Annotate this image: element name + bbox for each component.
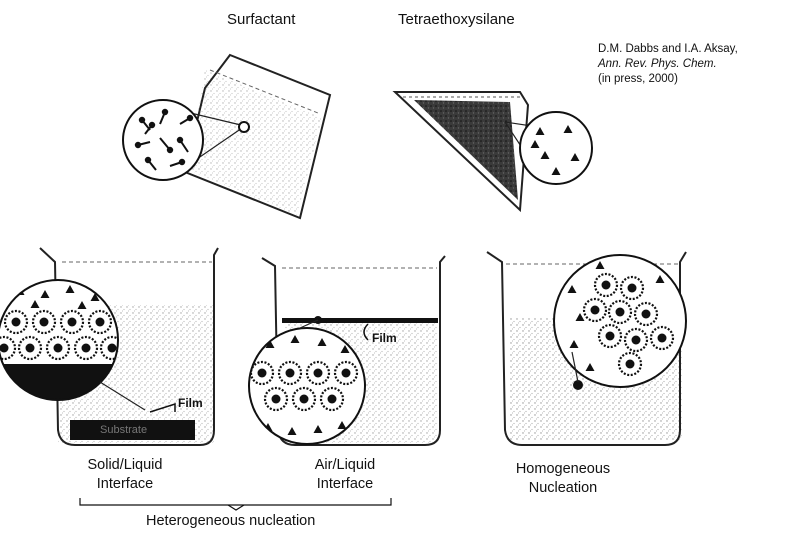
solid-liquid-caption: Solid/Liquid Interface <box>70 456 180 494</box>
solid-liquid-line2: Interface <box>70 475 180 494</box>
homogeneous-magnifier <box>554 255 686 387</box>
film-label-1: Film <box>178 396 203 410</box>
citation: D.M. Dabbs and I.A. Aksay, Ann. Rev. Phy… <box>598 42 738 87</box>
homogeneous-line2: Nucleation <box>503 479 623 498</box>
film-label-2: Film <box>372 331 397 345</box>
citation-note: (in press, 2000) <box>598 72 738 87</box>
air-liquid-line1: Air/Liquid <box>290 456 400 475</box>
teos-magnifier <box>520 112 592 184</box>
surfactant-magnifier <box>123 100 203 180</box>
heterogeneous-label: Heterogeneous nucleation <box>146 513 315 529</box>
surfactant-label: Surfactant <box>227 11 295 28</box>
solid-liquid-line1: Solid/Liquid <box>70 456 180 475</box>
heterogeneous-bracket <box>80 498 391 510</box>
air-liquid-line2: Interface <box>290 475 400 494</box>
homogeneous-line1: Homogeneous <box>503 460 623 479</box>
teos-label: Tetraethoxysilane <box>398 11 515 28</box>
substrate-label: Substrate <box>100 424 147 436</box>
citation-journal: Ann. Rev. Phys. Chem. <box>598 57 738 72</box>
air-liquid-caption: Air/Liquid Interface <box>290 456 400 494</box>
citation-authors: D.M. Dabbs and I.A. Aksay, <box>598 42 738 57</box>
homogeneous-caption: Homogeneous Nucleation <box>503 460 623 498</box>
